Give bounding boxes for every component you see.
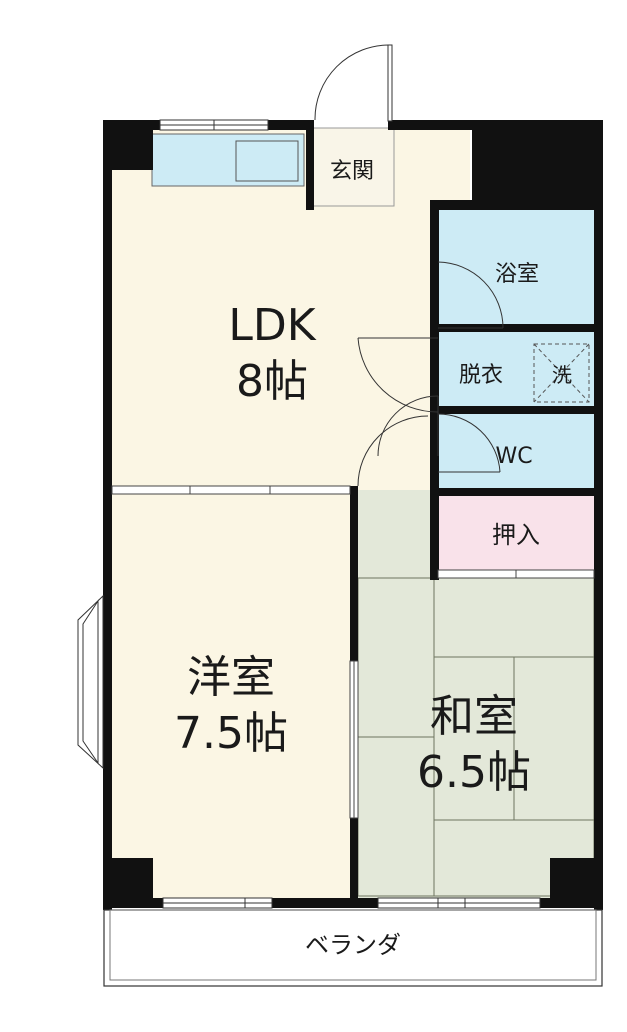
genkan-label: 玄関 bbox=[330, 159, 374, 184]
ldk-floor bbox=[112, 128, 470, 490]
entrance-door bbox=[314, 44, 393, 122]
sliding-door-bedrooms bbox=[349, 660, 359, 819]
wc-label: WC bbox=[495, 444, 532, 469]
closet-floor bbox=[438, 496, 594, 570]
door-swings bbox=[357, 261, 504, 487]
balcony-inner bbox=[109, 909, 597, 981]
closet-label: 押入 bbox=[492, 521, 540, 549]
japanese-room-name-label: 和室 bbox=[430, 691, 518, 742]
kitchen-sink bbox=[235, 140, 299, 182]
ldk-size-label: 8帖 bbox=[236, 356, 308, 407]
laundry-label: 洗 bbox=[552, 363, 572, 387]
walls bbox=[103, 120, 603, 910]
western-room-size-label: 7.5帖 bbox=[174, 708, 288, 759]
bay-window bbox=[77, 594, 104, 770]
dressing-label: 脱衣 bbox=[459, 363, 503, 388]
japanese-room-size-label: 6.5帖 bbox=[417, 747, 531, 798]
wc-floor bbox=[438, 414, 594, 490]
western-room-floor bbox=[112, 490, 352, 900]
partition-ldk bbox=[111, 485, 351, 495]
bath-label: 浴室 bbox=[495, 262, 539, 287]
windows bbox=[159, 119, 541, 909]
ldk-name-label: LDK bbox=[228, 300, 316, 351]
dressing-floor bbox=[438, 332, 594, 408]
western-room-name-label: 洋室 bbox=[187, 652, 275, 703]
washer-space bbox=[533, 343, 590, 403]
balcony-label: ベランダ bbox=[305, 931, 401, 959]
closet-sliding-door bbox=[437, 569, 595, 579]
genkan-floor bbox=[311, 127, 395, 207]
